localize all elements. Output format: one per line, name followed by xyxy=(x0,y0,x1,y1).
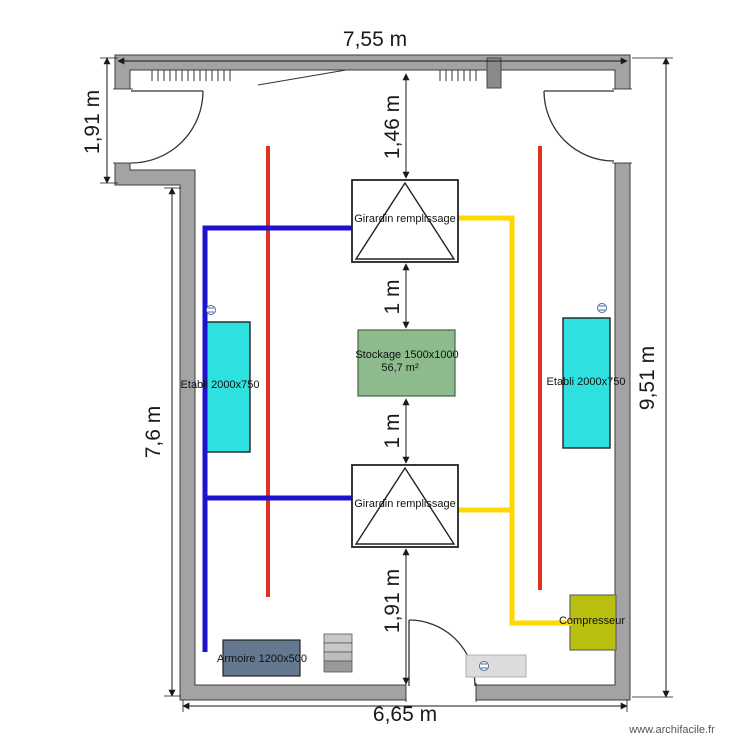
dim-girardin-to-stockage: 1 m xyxy=(381,279,404,314)
shelf-unit[interactable] xyxy=(323,633,353,673)
etabli-left-label: Etabli 2000x750 xyxy=(181,379,260,391)
outlet-right-icon[interactable] xyxy=(597,303,607,313)
dim-stockage-to-girardin: 1 m xyxy=(381,413,404,448)
compresseur-label: Compresseur xyxy=(559,615,625,627)
armoire-label: Armoire 1200x500 xyxy=(217,653,307,665)
wall-pillar xyxy=(486,57,502,89)
door-opening-top-right xyxy=(612,89,632,163)
dim-wall-to-girardin: 1,46 m xyxy=(381,95,404,159)
window-hatch-top-left-icon xyxy=(151,70,231,81)
watermark: www.archifacile.fr xyxy=(628,724,715,736)
stockage-zone[interactable] xyxy=(357,329,456,397)
etabli-right-label: Etabli 2000x750 xyxy=(547,376,626,388)
girardin-top[interactable]: Girardin remplissage xyxy=(351,179,459,263)
dim-upper-left-height: 1,91 m xyxy=(81,90,104,154)
window-hatch-top-mid-icon xyxy=(439,70,477,81)
dim-left-height: 7,6 m xyxy=(142,406,165,459)
dim-bottom-width: 6,65 m xyxy=(373,703,437,726)
dim-right-height: 9,51 m xyxy=(636,346,659,410)
window-leaf-line xyxy=(257,69,347,86)
pipe-yellow-main[interactable] xyxy=(458,215,572,626)
girardin-bottom-label: Girardin remplissage xyxy=(354,498,455,510)
outlet-bottom-icon[interactable] xyxy=(479,661,489,671)
door-opening-bottom xyxy=(406,683,476,702)
outlet-left-icon[interactable] xyxy=(206,305,216,315)
floor-pad xyxy=(465,654,527,678)
area-label: 56,7 m² xyxy=(381,362,419,374)
door-top-left[interactable] xyxy=(113,88,204,164)
door-top-right[interactable] xyxy=(543,88,632,164)
girardin-bottom[interactable]: Girardin remplissage xyxy=(351,464,459,548)
etabli-right[interactable] xyxy=(562,317,611,449)
compresseur[interactable] xyxy=(569,594,617,651)
girardin-top-label: Girardin remplissage xyxy=(354,213,455,225)
armoire[interactable] xyxy=(222,639,301,677)
dim-girardin-to-bottom-wall: 1,91 m xyxy=(381,569,404,633)
stockage-label: Stockage 1500x1000 xyxy=(355,349,458,361)
dim-top-width: 7,55 m xyxy=(343,28,407,51)
walls[interactable] xyxy=(114,54,631,701)
etabli-left[interactable] xyxy=(204,321,251,453)
dimension-lines xyxy=(100,57,673,712)
door-opening-top-left xyxy=(113,89,133,163)
pipe-blue-main[interactable] xyxy=(202,225,352,652)
